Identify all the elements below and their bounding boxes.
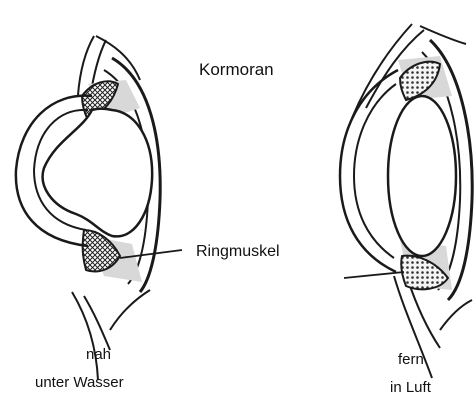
left-eye-state-label: nah xyxy=(86,346,111,363)
right-eye-state-label: fern xyxy=(398,351,424,368)
right-eye-medium-label: in Luft xyxy=(390,379,431,396)
left-eye-medium-label: unter Wasser xyxy=(35,374,124,391)
right-lens xyxy=(388,96,456,256)
left-lower-eyelid xyxy=(72,290,150,380)
left-lens xyxy=(43,109,153,237)
ring-muscle-label: Ringmuskel xyxy=(196,243,280,261)
diagram-title: Kormoran xyxy=(199,60,274,80)
right-eye xyxy=(340,24,472,378)
left-eye xyxy=(16,36,182,380)
